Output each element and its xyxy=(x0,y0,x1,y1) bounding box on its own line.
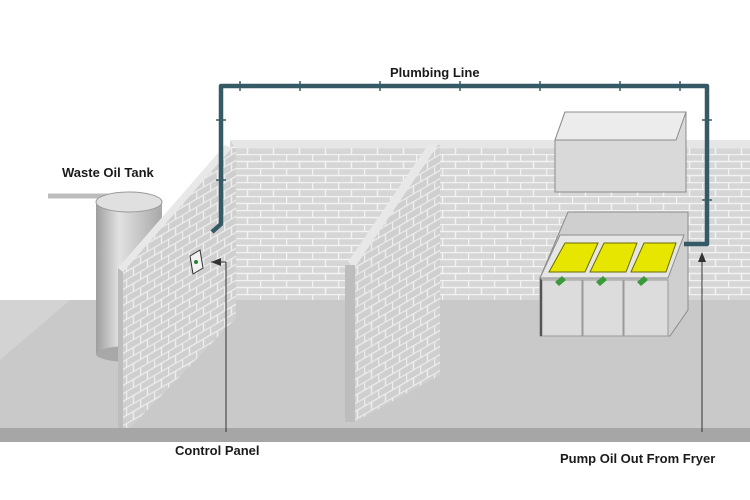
middle-partition-wall xyxy=(345,142,440,422)
plumbing-line-label: Plumbing Line xyxy=(390,65,480,80)
pump-oil-pointer xyxy=(698,252,706,432)
exhaust-hood xyxy=(554,111,687,193)
arrow-up-icon xyxy=(698,252,706,262)
control-panel-pointer xyxy=(211,258,227,432)
waste-oil-tank-label: Waste Oil Tank xyxy=(62,165,154,180)
control-panel-label: Control Panel xyxy=(175,443,260,458)
fryer-station xyxy=(539,211,689,337)
plumbing-line xyxy=(210,81,712,247)
left-brick-wall xyxy=(118,145,236,428)
pump-oil-label: Pump Oil Out From Fryer xyxy=(560,451,716,466)
control-panel-box-icon xyxy=(189,249,204,275)
